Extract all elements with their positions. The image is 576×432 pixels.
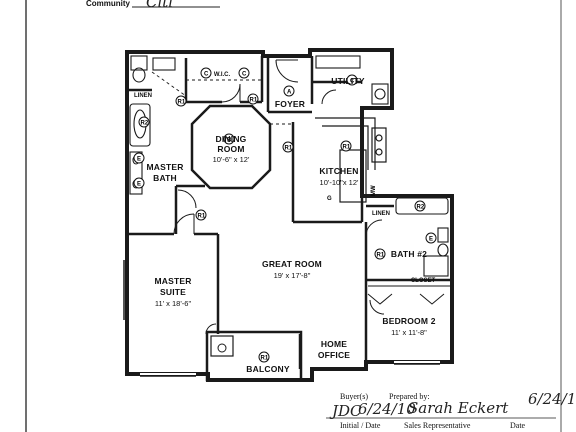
home-office-name-2: OFFICE bbox=[318, 350, 350, 360]
bath2-name: BATH #2 bbox=[391, 249, 427, 259]
floor-plan bbox=[123, 48, 454, 382]
kitchen-counters bbox=[315, 117, 387, 203]
master-suite-name-2: SUITE bbox=[160, 287, 186, 297]
master-bath-name-2: BATH bbox=[153, 173, 177, 183]
marker-r1-bath2: R1 bbox=[374, 248, 386, 260]
community-header: Community Citi bbox=[86, 0, 220, 11]
svg-text:R1: R1 bbox=[261, 356, 269, 362]
svg-text:C: C bbox=[204, 72, 209, 78]
svg-text:MW: MW bbox=[371, 185, 377, 196]
marker-e-bath-2: E bbox=[133, 177, 145, 189]
community-value: Citi bbox=[146, 0, 173, 11]
marker-c-utility: C bbox=[346, 74, 358, 86]
dining-room-name-2: ROOM bbox=[217, 144, 244, 154]
svg-text:R1: R1 bbox=[343, 145, 351, 151]
room-labels: DINING ROOM 10'-6" x 12' KITCHEN 10'-10"… bbox=[134, 72, 436, 374]
signature-footer: Buyer(s) Prepared by: JDC 6/24/10 Sarah … bbox=[326, 390, 576, 430]
svg-text:R2: R2 bbox=[141, 121, 149, 127]
linen-left-name: LINEN bbox=[134, 93, 152, 99]
linen-right-name: LINEN bbox=[372, 211, 390, 217]
marker-r1-dining: R1 bbox=[282, 141, 294, 153]
marker-g-kitchen: G bbox=[327, 196, 332, 202]
bedroom2-name: BEDROOM 2 bbox=[382, 316, 435, 326]
svg-text:R1: R1 bbox=[178, 100, 186, 106]
svg-text:R1: R1 bbox=[198, 214, 206, 220]
date-label: Date bbox=[510, 421, 526, 430]
marker-r1-bath: R1 bbox=[175, 95, 187, 107]
master-suite-dims: 11' x 18'-6" bbox=[155, 299, 192, 308]
great-room-dims: 19' x 17'-8" bbox=[274, 271, 311, 280]
marker-r2-tub: R2 bbox=[138, 116, 150, 128]
balcony-name: BALCONY bbox=[246, 364, 290, 374]
svg-text:R1: R1 bbox=[250, 98, 258, 104]
rep-signature: Sarah Eckert bbox=[408, 399, 509, 417]
wic-name: W.I.C. bbox=[214, 72, 231, 78]
dining-room-name-1: DINING bbox=[216, 134, 247, 144]
dining-octagon bbox=[190, 104, 272, 190]
dashed-lines bbox=[151, 71, 312, 125]
master-suite-name-1: MASTER bbox=[154, 276, 191, 286]
svg-text:C: C bbox=[350, 79, 355, 85]
marker-r1-kitchen: R1 bbox=[340, 140, 352, 152]
master-bath-name-1: MASTER bbox=[146, 162, 183, 172]
dining-room-dims: 10'-6" x 12' bbox=[213, 155, 250, 164]
utility-fixtures bbox=[315, 55, 389, 105]
sales-rep-label: Sales Representative bbox=[404, 421, 471, 430]
rep-sig-date: 6/24/10 bbox=[528, 390, 576, 408]
marker-e-bath-1: E bbox=[133, 152, 145, 164]
svg-text:R1: R1 bbox=[377, 253, 385, 259]
svg-text:E: E bbox=[137, 157, 141, 163]
door-swings bbox=[173, 59, 385, 335]
kitchen-name: KITCHEN bbox=[319, 166, 358, 176]
bedroom2-dims: 11' x 11'-8" bbox=[391, 328, 427, 337]
svg-text:C: C bbox=[242, 72, 247, 78]
plan-markers: R1 R1 R1 R1 R1 R1 R1 R2 R2 A B C C C E E… bbox=[133, 67, 437, 363]
home-office-name-1: HOME bbox=[321, 339, 347, 349]
buyer-initials: JDC bbox=[329, 402, 362, 420]
svg-text:A: A bbox=[287, 90, 292, 96]
svg-text:G: G bbox=[327, 196, 332, 202]
community-label: Community bbox=[86, 0, 131, 8]
marker-mw: MW bbox=[371, 185, 377, 196]
svg-text:R1: R1 bbox=[285, 146, 293, 152]
initial-date-label: Initial / Date bbox=[340, 421, 381, 430]
closet-doors bbox=[367, 285, 450, 305]
closet-name: CLOSET bbox=[411, 278, 436, 284]
marker-r1-balcony: R1 bbox=[258, 351, 270, 363]
marker-r1-hall: R1 bbox=[195, 209, 207, 221]
marker-c-wic-2: C bbox=[238, 67, 250, 79]
svg-text:E: E bbox=[429, 237, 433, 243]
marker-b-dining: B bbox=[223, 133, 235, 145]
svg-text:E: E bbox=[137, 182, 141, 188]
marker-a-foyer: A bbox=[283, 85, 295, 97]
marker-e-bath2: E bbox=[425, 232, 437, 244]
marker-r2-bath2: R2 bbox=[414, 200, 426, 212]
buyer-label: Buyer(s) bbox=[340, 392, 368, 401]
great-room-name: GREAT ROOM bbox=[262, 259, 322, 269]
kitchen-dims: 10'-10"x 12' bbox=[320, 178, 359, 187]
svg-text:B: B bbox=[227, 138, 232, 144]
bath2-fixtures bbox=[395, 197, 449, 277]
foyer-name: FOYER bbox=[275, 99, 305, 109]
prepared-by-label: Prepared by: bbox=[389, 392, 430, 401]
windows bbox=[123, 260, 440, 377]
buyer-initial-date: 6/24/10 bbox=[358, 400, 416, 418]
marker-r1-foyer: R1 bbox=[247, 93, 259, 105]
utility-name: UTILITY bbox=[331, 76, 365, 86]
marker-c-wic-1: C bbox=[200, 67, 212, 79]
svg-text:R2: R2 bbox=[417, 205, 425, 211]
